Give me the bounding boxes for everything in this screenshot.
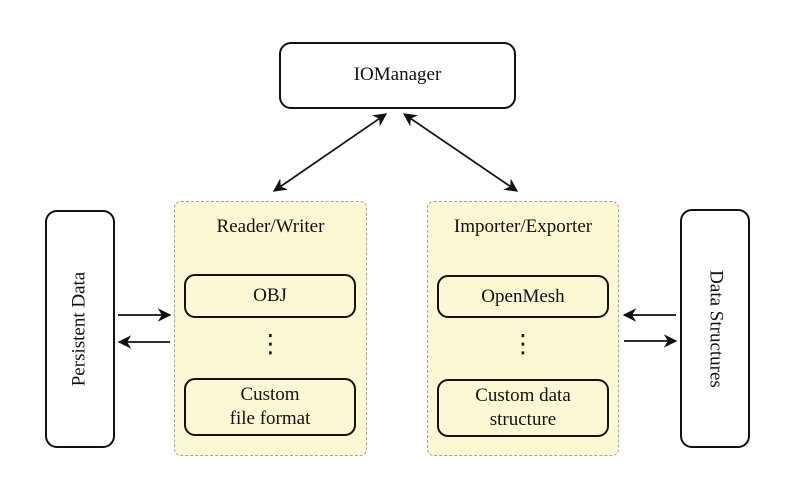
data-structures-node: Data Structures (680, 209, 750, 448)
obj-label: OBJ (253, 285, 287, 307)
arrow-iomanager-importer-exporter (402, 113, 519, 192)
openmesh-node: OpenMesh (437, 275, 609, 318)
importer-exporter-label: Importer/Exporter (453, 216, 593, 237)
custom-data-structure-label: Custom data structure (475, 385, 571, 430)
data-structures-label: Data Structures (705, 269, 727, 388)
reader-writer-group: Reader/Writer OBJ ⋮ Custom file format (174, 201, 367, 456)
openmesh-label: OpenMesh (481, 285, 565, 307)
importer-exporter-ellipsis: ⋮ (510, 329, 536, 358)
persistent-data-label: Persistent Data (68, 271, 90, 387)
reader-writer-label: Reader/Writer (216, 216, 325, 237)
importer-exporter-group: Importer/Exporter OpenMesh ⋮ Custom data… (427, 201, 619, 456)
custom-data-structure-node: Custom data structure (437, 379, 609, 437)
custom-file-format-label: Custom file format (229, 384, 311, 429)
persistent-data-node: Persistent Data (45, 210, 115, 448)
arrow-iomanager-reader-writer (272, 113, 388, 192)
obj-node: OBJ (184, 274, 356, 318)
iomanager-node: IOManager (279, 42, 516, 109)
iomanager-label: IOManager (353, 64, 442, 86)
custom-file-format-node: Custom file format (184, 378, 356, 436)
reader-writer-ellipsis: ⋮ (258, 329, 283, 358)
